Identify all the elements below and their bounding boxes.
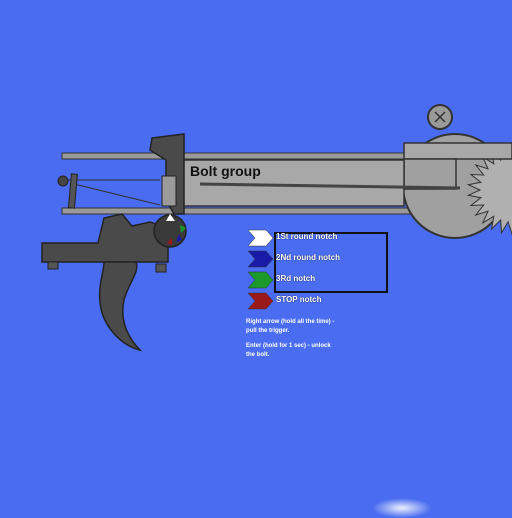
legend-label: 2Nd round notch bbox=[276, 253, 340, 262]
legend-label: STOP notch bbox=[276, 295, 322, 304]
bolt-group-label: Bolt group bbox=[190, 163, 261, 179]
trigger bbox=[98, 261, 143, 352]
rear-post bbox=[67, 173, 78, 209]
red-chevron-icon bbox=[247, 292, 274, 310]
legend-item-second-round-notch: 2Nd round notch bbox=[246, 249, 396, 269]
green-chevron-icon bbox=[247, 271, 274, 289]
legend-label: 3Rd notch bbox=[276, 274, 316, 283]
legend-label: 1St round notch bbox=[276, 232, 338, 241]
help-bolt-instruction: Enter (hold for 1 sec) - unlock the bolt… bbox=[246, 343, 331, 358]
ratchet-gear bbox=[466, 144, 512, 236]
receiver-body bbox=[403, 158, 457, 190]
notch-marker-white bbox=[166, 214, 175, 221]
hammer-slot bbox=[161, 175, 177, 207]
top-rail bbox=[61, 152, 413, 160]
help-trigger-instruction: Right arrow (hold all the time) - pull t… bbox=[246, 319, 335, 334]
receiver-top bbox=[403, 142, 512, 160]
bolt-rod bbox=[199, 182, 461, 190]
legend-box bbox=[274, 232, 388, 293]
frame-foot-left bbox=[47, 261, 59, 270]
trigger-frame bbox=[41, 213, 169, 263]
frame-foot-right bbox=[155, 263, 167, 273]
legend-item-third-notch: 3Rd notch bbox=[246, 270, 396, 290]
notch-marker-green bbox=[180, 225, 186, 233]
ratchet-teeth bbox=[466, 144, 512, 236]
bottom-rail bbox=[61, 207, 413, 215]
notch-marker-red bbox=[167, 238, 172, 245]
rear-knob bbox=[57, 175, 69, 187]
legend-item-first-round-notch: 1St round notch bbox=[246, 228, 396, 248]
light-glow bbox=[372, 498, 432, 518]
blue-chevron-icon bbox=[247, 250, 274, 268]
legend-item-stop-notch: STOP notch bbox=[246, 291, 396, 311]
white-chevron-icon bbox=[247, 229, 274, 247]
notch-marker-blue bbox=[176, 234, 182, 242]
guide-wire-diagonal bbox=[69, 182, 161, 206]
